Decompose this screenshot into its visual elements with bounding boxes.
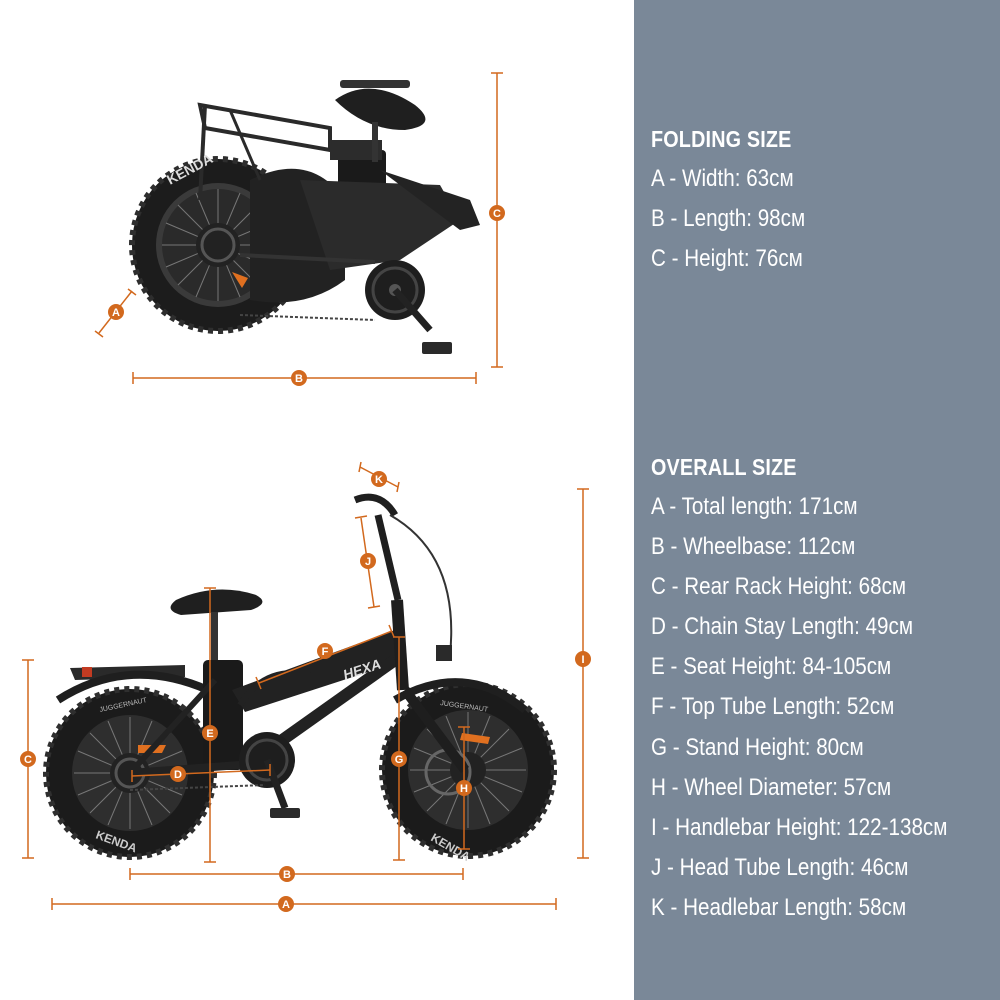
folding-spec-b: B - Length: 98см (651, 205, 806, 233)
overall-spec-b: B - Wheelbase: 112см (651, 533, 856, 561)
overall-size-section: OVERALL SIZE A - Total length: 171см B -… (651, 452, 996, 928)
svg-text:C: C (24, 754, 32, 766)
svg-text:B: B (295, 373, 303, 385)
overall-spec-g: G - Stand Height: 80см (651, 733, 864, 761)
overall-size-heading: OVERALL SIZE (651, 454, 797, 480)
svg-text:I: I (581, 654, 584, 666)
svg-text:C: C (493, 208, 501, 220)
diagram-area: KENDA A B C (20, 72, 591, 912)
folded-marker-c: C (489, 205, 505, 221)
overall-spec-a: A - Total length: 171см (651, 493, 858, 520)
svg-text:B: B (283, 869, 291, 881)
bike-marker-g: G (391, 751, 407, 767)
overall-spec-h: H - Wheel Diameter: 57см (651, 773, 892, 801)
spec-panel: FOLDING SIZE A - Width: 63см B - Length:… (634, 0, 1000, 1000)
svg-text:J: J (365, 556, 371, 568)
bike-marker-k: K (371, 471, 387, 487)
folding-spec-a: A - Width: 63см (651, 165, 794, 192)
folded-marker-b: B (291, 370, 307, 386)
bike-marker-i: I (575, 651, 591, 667)
overall-spec-i: I - Handlebar Height: 122-138см (651, 813, 948, 841)
bike-diagrams: KENDA A B C (20, 72, 591, 912)
unfolded-bike-image: HEXA KENDA KENDA JUGGERNAUT JUGGERNAUT (43, 493, 557, 864)
folded-bike-image: KENDA (129, 80, 480, 354)
bike-marker-b: B (279, 866, 295, 882)
bike-marker-j: J (360, 553, 376, 569)
bike-markers: K J I F C E G D H B A (20, 471, 591, 912)
folding-spec-c: C - Height: 76см (651, 245, 803, 273)
folding-size-list: A - Width: 63см B - Length: 98см C - Hei… (651, 159, 996, 279)
overall-spec-f: F - Top Tube Length: 52см (651, 693, 895, 721)
overall-spec-c: C - Rear Rack Height: 68см (651, 573, 907, 601)
folded-markers: A B C (108, 205, 505, 386)
bike-marker-a: A (278, 896, 294, 912)
svg-text:K: K (375, 474, 383, 486)
svg-text:E: E (206, 728, 213, 740)
bike-marker-h: H (456, 780, 472, 796)
overall-spec-e: E - Seat Height: 84-105см (651, 653, 892, 681)
svg-text:F: F (322, 646, 329, 658)
bike-marker-d: D (170, 766, 186, 782)
svg-text:G: G (395, 754, 404, 766)
overall-spec-j: J - Head Tube Length: 46см (651, 853, 909, 881)
svg-text:H: H (460, 783, 468, 795)
folded-marker-a: A (108, 304, 124, 320)
overall-spec-k: K - Headlebar Length: 58см (651, 893, 907, 921)
svg-text:A: A (112, 307, 120, 319)
svg-text:A: A (282, 899, 290, 911)
bike-marker-e: E (202, 725, 218, 741)
folding-size-heading: FOLDING SIZE (651, 126, 792, 152)
bike-marker-f: F (317, 643, 333, 659)
folding-size-section: FOLDING SIZE A - Width: 63см B - Length:… (651, 124, 996, 279)
overall-size-list: A - Total length: 171см B - Wheelbase: 1… (651, 487, 996, 928)
overall-spec-d: D - Chain Stay Length: 49см (651, 613, 914, 641)
svg-text:D: D (174, 769, 182, 781)
bike-marker-c: C (20, 751, 36, 767)
